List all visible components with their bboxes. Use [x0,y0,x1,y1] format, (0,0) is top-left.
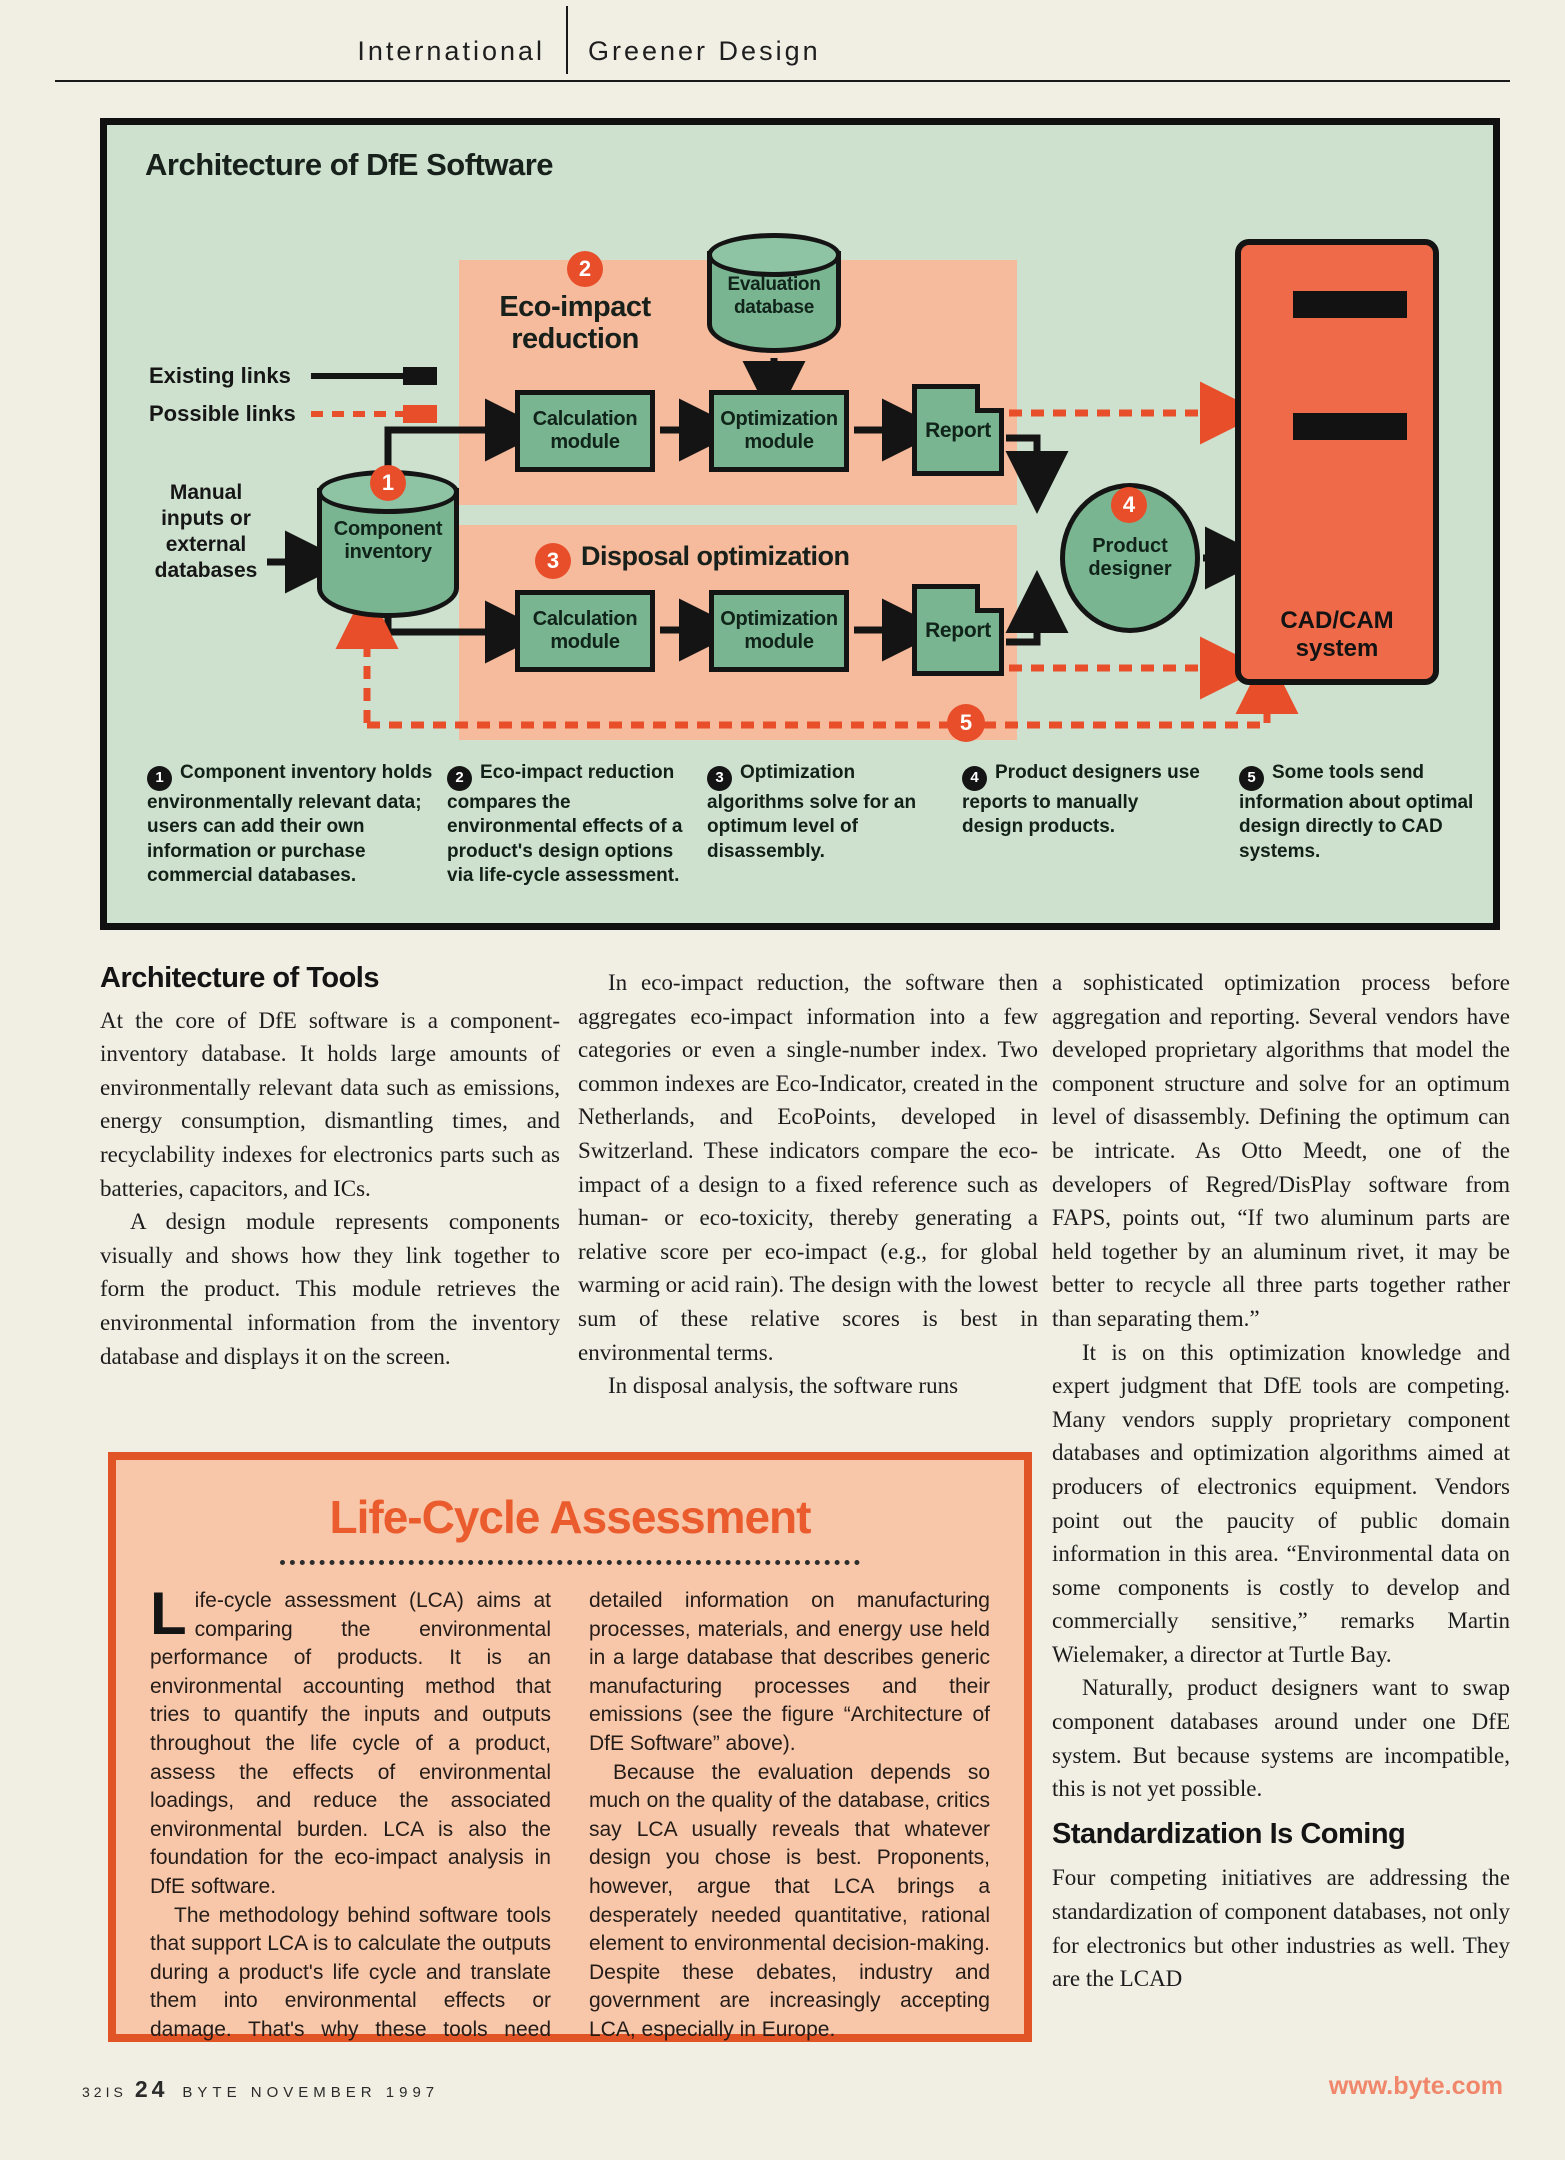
report-node-2: Report [912,584,1004,676]
caption-badge-3: 3 [707,765,732,791]
body-paragraph: In eco-impact reduction, the software th… [578,970,1038,1365]
article-column-3: a sophisticated optimization process bef… [1052,966,1510,1996]
body-paragraph: In disposal analysis, the software runs [608,1373,959,1399]
eco-impact-heading: Eco-impact reduction [499,291,651,355]
calculation-module-2: Calculation module [515,590,655,672]
product-designer-node: Product designer [1060,483,1200,633]
legend-existing-label: Existing links [149,363,291,388]
article-column-2: In eco-impact reduction, the software th… [578,966,1038,1403]
header-article-title: Greener Design [588,36,821,66]
caption-text-1: Component inventory holds environmentall… [147,762,433,887]
calculation-module-1: Calculation module [515,390,655,472]
lca-text-columns: Life-cycle assessment (LCA) aims at comp… [150,1580,990,2045]
lca-paragraph: Because the evaluation depends so much o… [589,1760,990,2041]
step-badge-1: 1 [370,465,406,501]
cadcam-system-node: CAD/CAM system [1235,239,1439,685]
step-badge-2: 2 [567,251,603,287]
body-paragraph: Four competing initiatives are addressin… [1052,1865,1510,1992]
evaluation-database-node: Evaluation database [707,233,841,353]
magazine-issue: BYTE NOVEMBER 1997 [182,2084,440,2101]
caption-badge-1: 1 [147,765,172,791]
step-badge-4: 4 [1111,487,1147,523]
figure-title: Architecture of DfE Software [145,147,554,182]
folio: 32IS 24 BYTE NOVEMBER 1997 [82,2076,439,2103]
caption-text-3: Optimization algorithms solve for an opt… [707,762,917,862]
legend-possible-links: Possible links [149,395,437,433]
body-paragraph: a sophisticated optimization process bef… [1052,970,1510,1331]
manual-inputs-label: Manual inputs or external databases [154,481,258,582]
page-footer: 32IS 24 BYTE NOVEMBER 1997 www.byte.com [0,2066,1565,2116]
article-column-1: Architecture of Tools At the core of DfE… [100,962,560,1373]
page-header: International Greener Design [0,0,1565,84]
header-rule [55,80,1510,82]
section-heading-standardization: Standardization Is Coming [1052,1817,1406,1850]
caption-badge-2: 2 [447,765,472,791]
optimization-module-1: Optimization module [709,390,849,472]
caption-text-5: Some tools send information about optima… [1239,762,1474,862]
lca-title: Life-Cycle Assessment [329,1491,812,1543]
section-heading-architecture: Architecture of Tools [100,962,380,994]
website-url: www.byte.com [1328,2072,1503,2100]
body-paragraph: At the core of DfE software is a compone… [100,1007,560,1201]
legend-existing-links: Existing links [149,357,437,395]
optimization-module-2: Optimization module [709,590,849,672]
caption-badge-5: 5 [1239,765,1264,791]
component-inventory-label: Component inventory [333,518,443,563]
solid-arrow-icon [311,367,437,385]
cadcam-label: CAD/CAM system [1280,607,1394,662]
step-badge-3: 3 [535,543,571,579]
caption-text-4: Product designers use reports to manuall… [962,762,1200,838]
header-divider [566,6,568,74]
lca-paragraph: Life-cycle assessment (LCA) aims at comp… [150,1580,551,1898]
figure-legend: Existing links Possible links [149,357,437,433]
dfe-architecture-figure: Architecture of DfE Software [100,118,1500,930]
disposal-heading: Disposal optimization [581,541,850,571]
dotted-rule [280,1560,860,1565]
header-section-label: International [357,36,545,66]
body-paragraph: Naturally, product designers want to swa… [1052,1675,1510,1802]
body-paragraph: It is on this optimization knowledge and… [1052,1339,1510,1667]
page-number: 24 [134,2076,169,2102]
lca-paragraph: The methodology behind software tools th… [150,1589,990,2041]
drive-slot-icon [1293,291,1407,318]
drive-slot-icon [1293,413,1407,440]
legend-possible-label: Possible links [149,401,296,426]
folio-prefix: 32IS [82,2084,127,2100]
body-paragraph: A design module represents components vi… [100,1209,560,1369]
caption-badge-4: 4 [962,765,987,791]
step-badge-5: 5 [947,704,985,742]
evaluation-database-label: Evaluation database [727,274,821,318]
cylinder-lid [707,233,841,277]
lca-sidebar-box: Life-Cycle Assessment Life-cycle assessm… [108,1452,1032,2042]
dashed-arrow-icon [311,405,437,423]
caption-text-2: Eco-impact reduction compares the enviro… [447,762,683,887]
report-node-1: Report [912,384,1004,476]
